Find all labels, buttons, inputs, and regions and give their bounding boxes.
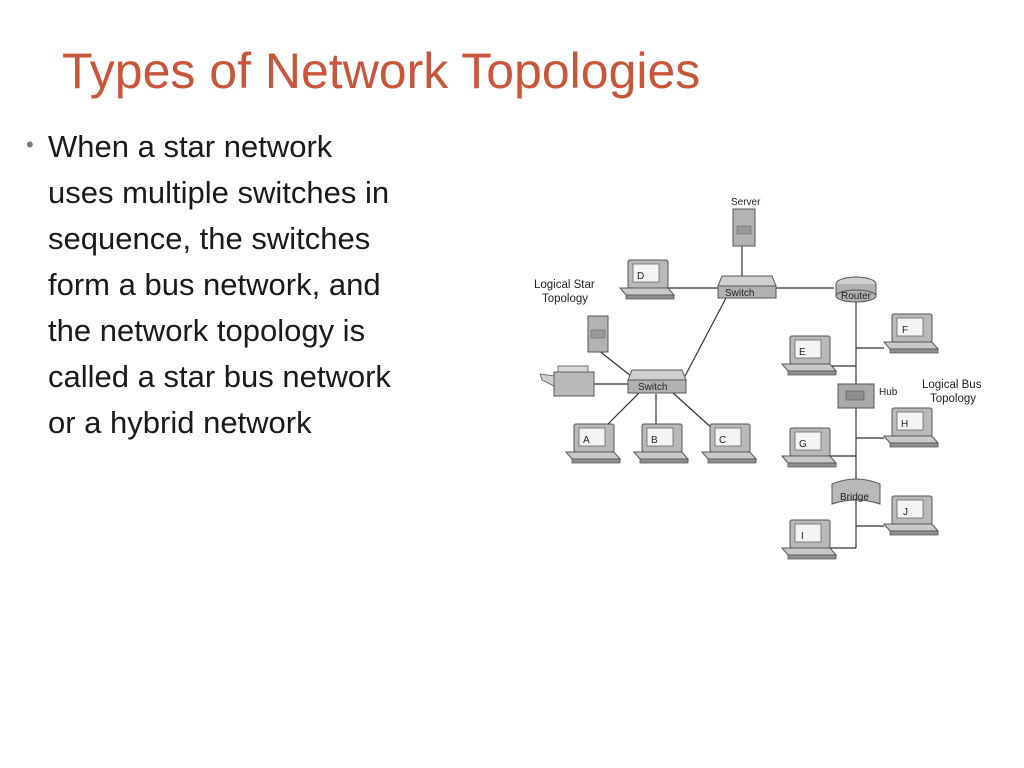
bridge-label: Bridge bbox=[840, 492, 869, 503]
router-icon bbox=[835, 276, 877, 303]
bullet-marker: • bbox=[26, 132, 34, 157]
hub-label: Hub bbox=[879, 387, 898, 398]
pc-f-label: F bbox=[902, 325, 908, 336]
bullet-line-2: uses multiple switches in bbox=[48, 175, 390, 210]
pc-d-icon bbox=[619, 259, 675, 300]
server-label: Server bbox=[731, 197, 761, 208]
switch-top-label: Switch bbox=[725, 288, 754, 299]
pc-i-icon bbox=[781, 519, 837, 560]
pc-e-icon bbox=[781, 335, 837, 376]
pc-j-label: J bbox=[903, 507, 908, 518]
pc-c-icon bbox=[701, 423, 757, 464]
pc-g-icon bbox=[781, 427, 837, 468]
pc-a-icon bbox=[565, 423, 621, 464]
bullet-text: When a star network uses multiple switch… bbox=[48, 124, 506, 446]
switch-top-icon bbox=[717, 275, 777, 299]
printer-icon bbox=[539, 365, 595, 397]
bullet-line-5: the network topology is bbox=[48, 313, 366, 348]
bridge-icon bbox=[831, 478, 881, 505]
logical-bus-label-line-2: Topology bbox=[930, 393, 976, 405]
pc-d-label: D bbox=[637, 271, 644, 282]
hub-icon bbox=[837, 383, 875, 409]
slide-title: Types of Network Topologies bbox=[62, 43, 701, 99]
connection-lines bbox=[594, 246, 884, 549]
bullet-line-6: called a star bus network bbox=[48, 359, 391, 394]
server-icon bbox=[732, 208, 756, 247]
pc-h-label: H bbox=[901, 419, 908, 430]
logical-star-label-line-2: Topology bbox=[542, 293, 588, 305]
left-server-icon bbox=[587, 315, 609, 353]
pc-a-label: A bbox=[583, 435, 590, 446]
logical-star-label-line-1: Logical Star bbox=[534, 279, 595, 291]
switch-bottom-icon bbox=[627, 369, 687, 394]
pc-b-icon bbox=[633, 423, 689, 464]
pc-i-label: I bbox=[801, 531, 804, 542]
bullet-line-1: When a star network bbox=[48, 129, 333, 164]
pc-f-icon bbox=[883, 313, 939, 354]
pc-j-icon bbox=[883, 495, 939, 536]
pc-g-label: G bbox=[799, 439, 807, 450]
switch-bottom-label: Switch bbox=[638, 382, 667, 393]
pc-e-label: E bbox=[799, 347, 806, 358]
logical-bus-label-line-1: Logical Bus bbox=[922, 379, 982, 391]
bullet-point: • When a star network uses multiple swit… bbox=[26, 124, 506, 446]
bullet-line-7: or a hybrid network bbox=[48, 405, 312, 440]
pc-b-label: B bbox=[651, 435, 658, 446]
bullet-line-4: form a bus network, and bbox=[48, 267, 381, 302]
bullet-line-3: sequence, the switches bbox=[48, 221, 371, 256]
pc-h-icon bbox=[883, 407, 939, 448]
router-label: Router bbox=[841, 291, 872, 302]
pc-c-label: C bbox=[719, 435, 726, 446]
